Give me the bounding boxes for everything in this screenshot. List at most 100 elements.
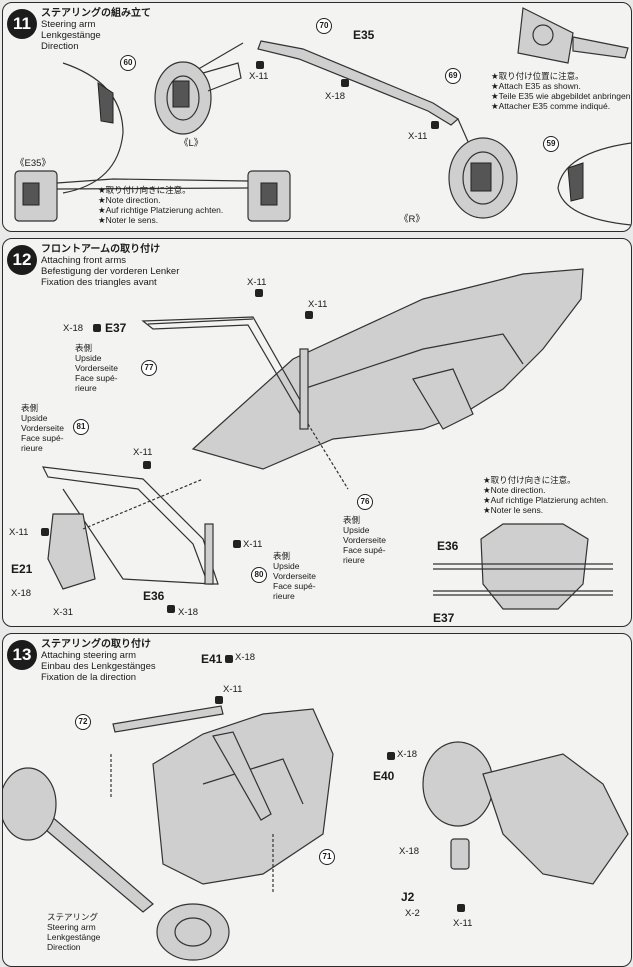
step-title: フロントアームの取り付け Attaching front arms Befest… [41, 244, 179, 288]
title-jp: ステアリングの取り付け [41, 639, 151, 650]
part-e41: E41 [201, 652, 223, 666]
step-title: ステアリングの組み立て Steering arm Lenkgestänge Di… [41, 8, 151, 52]
ref-76: 76 [357, 494, 373, 510]
title-en: Attaching steering arm [41, 650, 137, 661]
part-e37: E37 [105, 321, 127, 335]
chassis-line [302, 333, 524, 390]
bottom-wheel [156, 903, 230, 961]
part-x11-c: X-11 [133, 447, 153, 458]
right-upright-drawing [448, 137, 518, 219]
left-wheel [3, 767, 57, 841]
screw-icon [255, 289, 263, 297]
screw-icon-6 [233, 540, 241, 548]
chassis-frame [152, 708, 334, 885]
ref-69: 69 [445, 68, 461, 84]
upside-label-a: 表側 Upside Vorderseite Face supé- rieure [75, 343, 118, 393]
part-x11-a: X-11 [223, 684, 243, 695]
part-x11-e: X-11 [243, 539, 263, 550]
part-e21: E21 [11, 562, 33, 576]
part-x11-b: X-11 [408, 131, 428, 142]
e35-assembly [14, 170, 291, 222]
step-13-drawing [3, 705, 629, 961]
part-x18-c: X-18 [178, 607, 199, 618]
ref-59: 59 [543, 136, 559, 152]
part-x2: X-2 [405, 908, 420, 919]
shock-rod [299, 348, 309, 430]
title-de: Befestigung der vorderen Lenker [41, 266, 180, 277]
part-x18-c: X-18 [399, 846, 420, 857]
part-x11-b: X-11 [308, 299, 328, 310]
part-j2: J2 [401, 890, 415, 904]
inset-e37: E37 [433, 611, 455, 625]
title-en: Steering arm [41, 19, 96, 30]
part-x18-a: X-18 [63, 323, 84, 334]
step-12-drawing [41, 268, 613, 610]
part-x18-a: X-18 [235, 652, 256, 663]
part-e35-b: 《E35》 [15, 158, 51, 169]
upside-label-b: 表側 Upside Vorderseite Face supé- rieure [21, 403, 64, 453]
ref-81: 81 [73, 419, 89, 435]
ref-80: 80 [251, 567, 267, 583]
screw-icon-4 [143, 461, 151, 469]
screw-icon [256, 61, 264, 69]
upright-e21 [47, 513, 96, 590]
chassis-side [412, 368, 474, 430]
part-x18-b: X-18 [11, 588, 32, 599]
ref-77: 77 [141, 360, 157, 376]
screw-icon-5 [41, 528, 49, 536]
screw-icon-7 [167, 605, 175, 613]
inset-right [422, 741, 629, 885]
step-11-panel: 11 ステアリングの組み立て Steering arm Lenkgestänge… [2, 2, 632, 232]
left-disc-partial [62, 62, 124, 194]
upper-arm-link [147, 318, 254, 325]
title-en: Attaching front arms [41, 255, 127, 266]
screw-icon-2 [93, 324, 101, 332]
ref-72: 72 [75, 714, 91, 730]
detail-inset-top-right [517, 7, 629, 64]
part-x11-d: X-11 [9, 527, 29, 538]
step-12-panel: 12 フロントアームの取り付け Attaching front arms Bef… [2, 238, 632, 627]
upside-label-c: 表側 Upside Vorderseite Face supé- rieure [343, 515, 386, 565]
upside-label-d: 表側 Upside Vorderseite Face supé- rieure [273, 551, 316, 601]
j2-part [450, 838, 470, 870]
label-right: 《R》 [399, 214, 425, 225]
left-upright-drawing [154, 61, 242, 135]
ref-70: 70 [316, 18, 332, 34]
guide-line-2 [82, 478, 204, 530]
screw-icon-2 [215, 696, 223, 704]
title-de: Lenkgestänge [41, 30, 101, 41]
part-x18-a: X-18 [325, 91, 346, 102]
part-x11-b: X-11 [453, 918, 473, 929]
part-x11-a: X-11 [247, 277, 267, 288]
part-e40: E40 [373, 769, 395, 783]
title-fr: Direction [41, 41, 79, 52]
ref-71: 71 [319, 849, 335, 865]
part-x31: X-31 [53, 607, 74, 618]
part-e35: E35 [353, 28, 375, 42]
rod-e41 [112, 705, 224, 733]
screw-icon-2 [341, 79, 349, 87]
step-13-panel: 13 ステアリングの取り付け Attaching steering arm Ei… [2, 633, 632, 967]
part-e36: E36 [143, 589, 165, 603]
step-number: 12 [7, 245, 37, 275]
screw-icon [225, 655, 233, 663]
chassis-detail [202, 758, 304, 805]
screw-icon-3 [305, 311, 313, 319]
title-fr: Fixation des triangles avant [41, 277, 157, 288]
screw-icon-3 [431, 121, 439, 129]
guide-line [307, 423, 349, 490]
label-left: 《L》 [179, 138, 204, 149]
step-number: 13 [7, 640, 37, 670]
steering-rod [257, 40, 460, 126]
chassis-body [191, 268, 584, 470]
title-fr: Fixation de la direction [41, 672, 137, 683]
note-direction: ★取り付け向きに注意。 ★Note direction. ★Auf richti… [98, 185, 224, 225]
part-x11-a: X-11 [249, 71, 269, 82]
label-steering-arm: ステアリング Steering arm Lenkgestänge Directi… [47, 912, 101, 952]
inset-e36: E36 [437, 539, 459, 553]
title-jp: ステアリングの組み立て [41, 8, 151, 19]
note-direction: ★取り付け向きに注意。 ★Note direction. ★Auf richti… [483, 475, 609, 515]
inset-e36-e37 [433, 523, 613, 610]
lower-rod [204, 523, 214, 585]
step-number: 11 [7, 9, 37, 39]
